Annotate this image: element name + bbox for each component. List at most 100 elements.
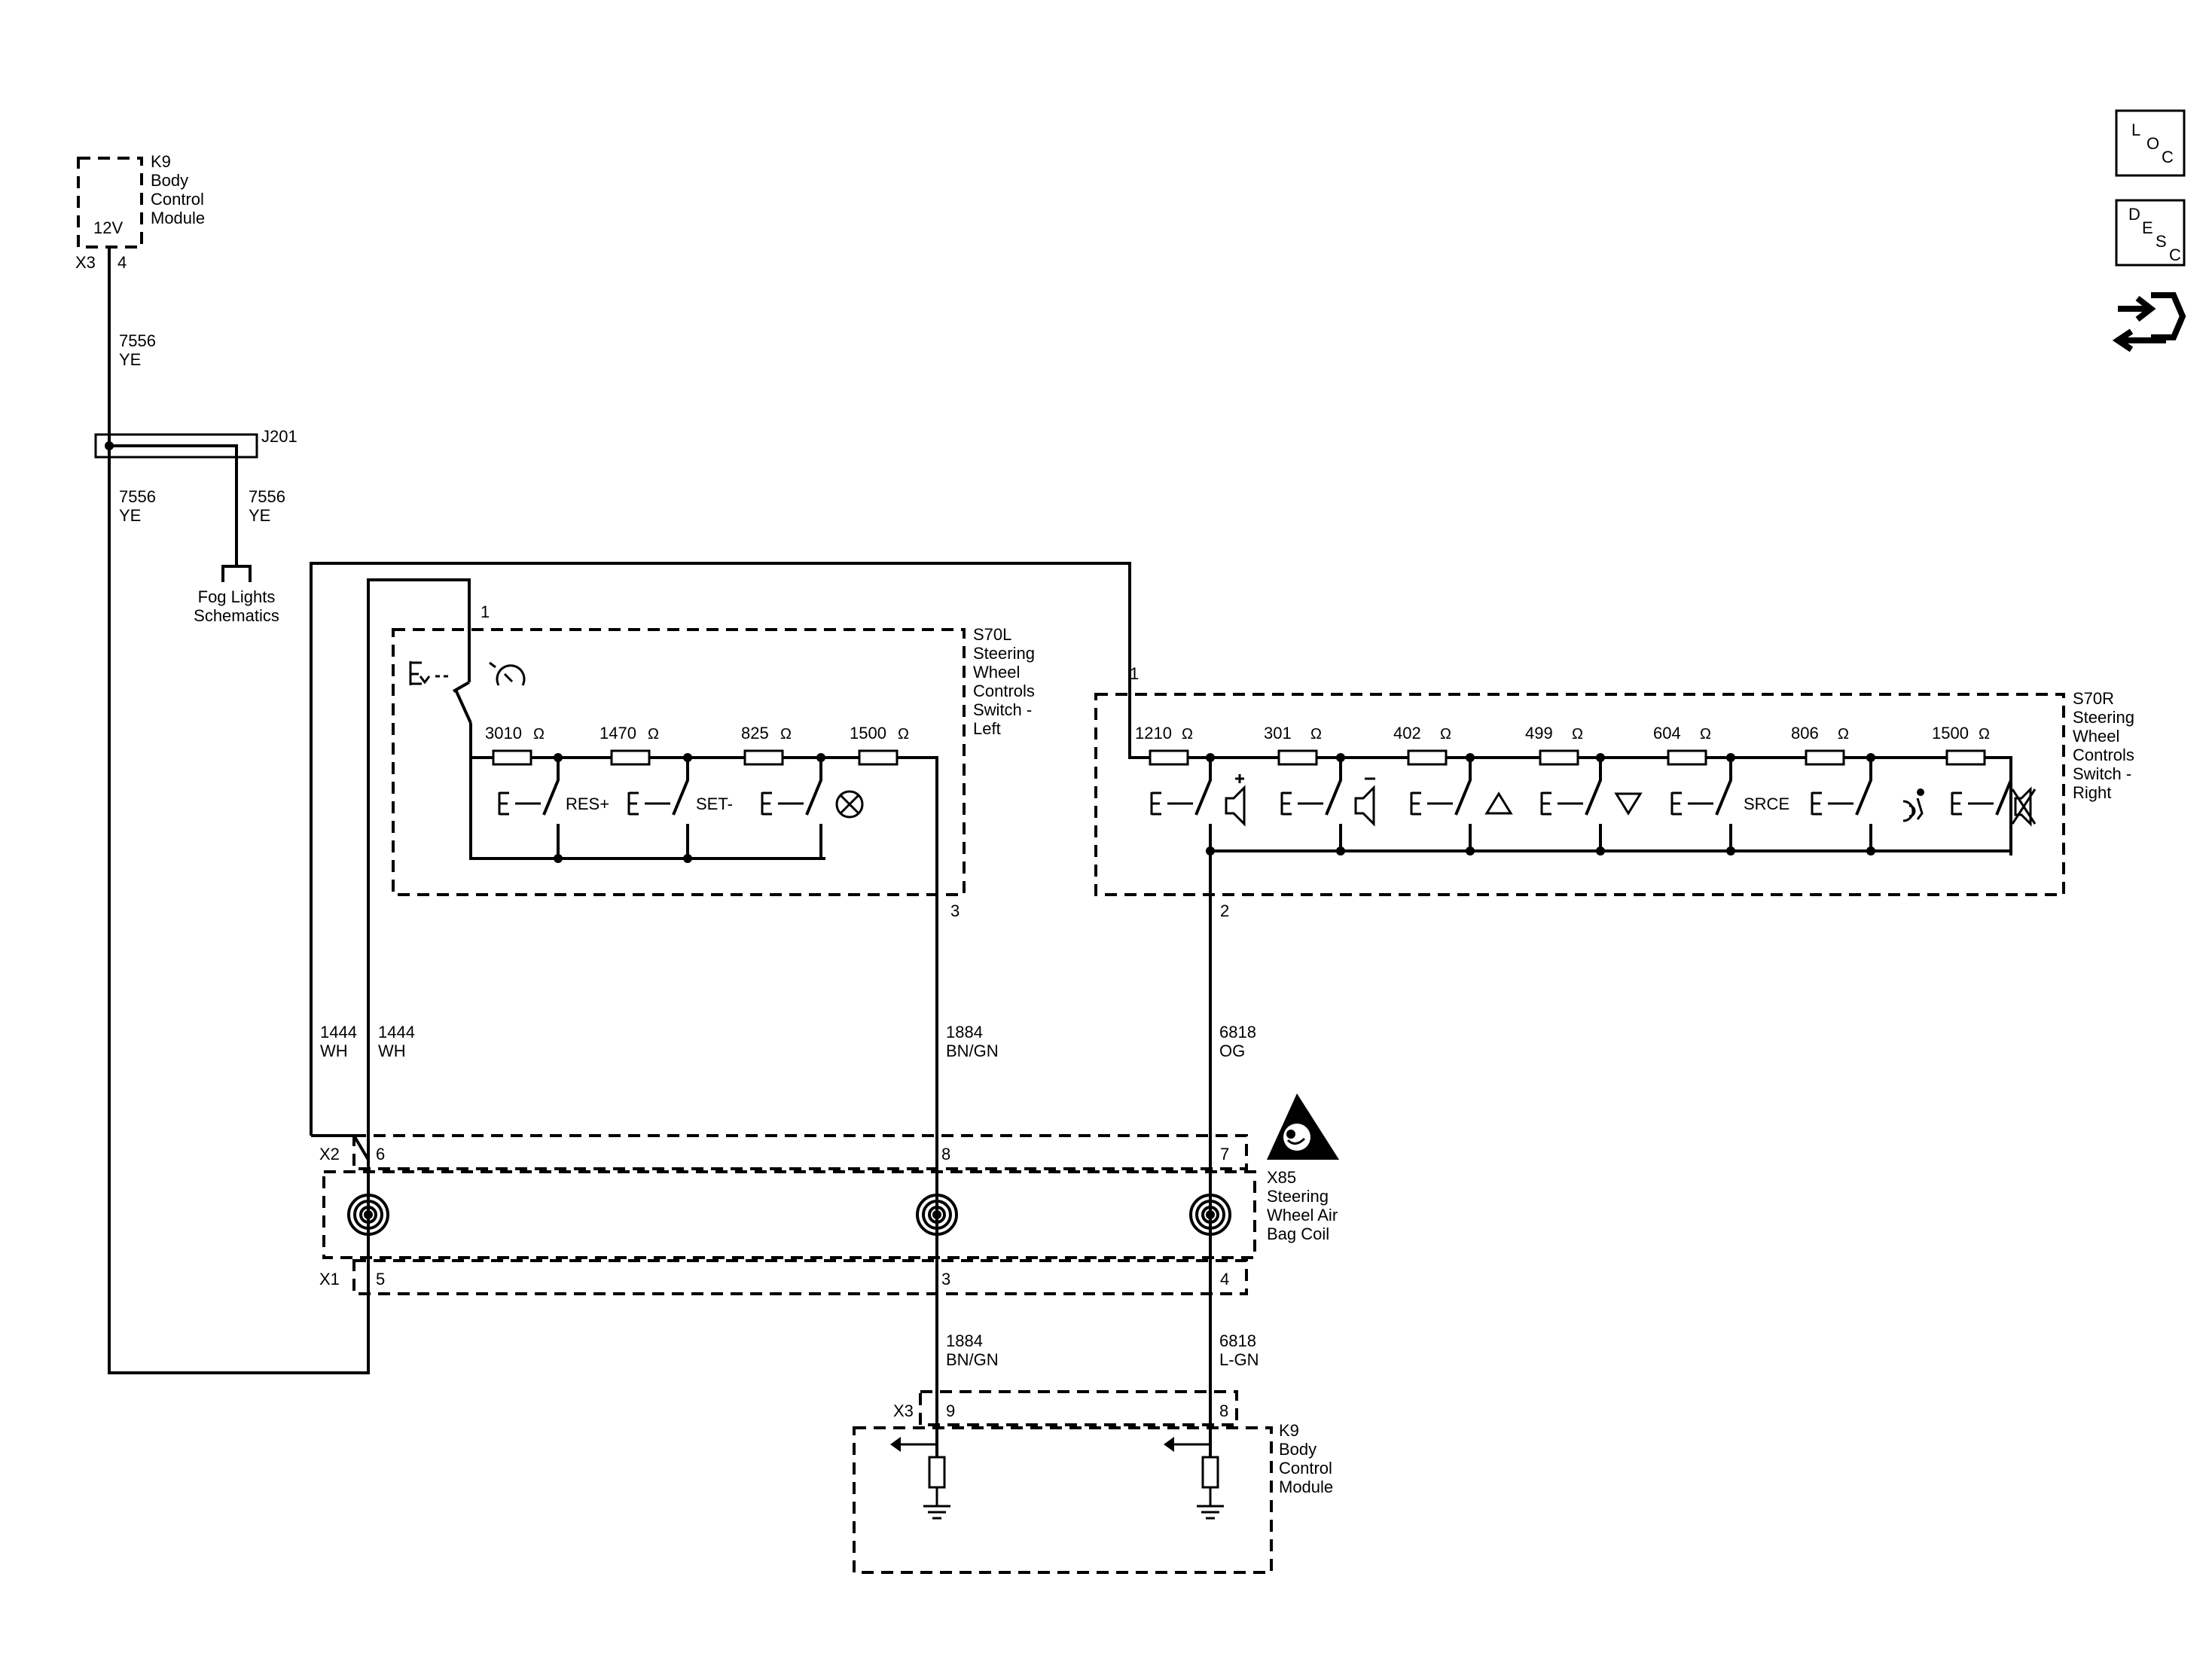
s70r-switch-4-contact: [1585, 758, 1602, 851]
s70r-resistor-7-unit: Ω: [1979, 726, 1990, 743]
s70r-resistor-6-body: [1805, 749, 1845, 766]
bcm-bottom-desc-3: Module: [1279, 1478, 1333, 1496]
bcm-bottom-name: K9: [1279, 1421, 1299, 1440]
s70l-resistor-4-unit: Ω: [898, 726, 909, 743]
s70r-pin-in: 1: [1130, 664, 1139, 683]
s70r-desc-4: Switch -: [2073, 764, 2131, 783]
s70l-cruise-actuator-v: [419, 676, 431, 685]
wire-lead-a-color: WH: [320, 1041, 348, 1060]
clockspring-coil-group: [347, 1194, 1231, 1236]
s70l-resistor-4-value: 1500: [850, 724, 886, 743]
x85-airbag-coil: X2 X1 6 8 7 5 3 4 X85 Steering Wheel Air…: [319, 1093, 1339, 1295]
s70r-switch-2-contact: [1325, 758, 1342, 851]
s70r-resistor-5-body: [1667, 749, 1707, 766]
fog-lights-label-1: Fog Lights: [198, 587, 276, 606]
s70l-pin-out: 3: [950, 901, 960, 920]
airbag-warning-icon: [1267, 1093, 1339, 1160]
wire-splice-left-color: YE: [119, 506, 141, 525]
loc-letter-2: O: [2146, 134, 2159, 153]
desc-letter-3: S: [2156, 232, 2167, 251]
s70r-node-top-6: [1866, 753, 1875, 762]
s70r-switch-7: [1951, 758, 2012, 851]
s70r-desc-3: Controls: [2073, 746, 2134, 764]
s70r-switch-7-contact: [1995, 758, 2012, 851]
s70r-switch-6-contact: [1855, 758, 1872, 851]
bcm-bottom-desc-2: Control: [1279, 1459, 1332, 1478]
desc-letter-1: D: [2128, 205, 2140, 224]
bcm-bottom-desc-1: Body: [1279, 1440, 1317, 1459]
wire-right-signal-upper-color: OG: [1219, 1041, 1245, 1060]
s70l-cruise-switch-blade: [454, 689, 472, 724]
x85-x2-pin-c: 7: [1220, 1145, 1229, 1163]
s70r-node-bottom-6: [1866, 846, 1875, 855]
s70r-box: [1094, 693, 2065, 896]
s70r-switch-1-actuator: [1150, 791, 1193, 816]
s70r-resistor-7: 1500 Ω: [1932, 724, 1990, 766]
fog-lights-label-2: Schematics: [194, 606, 279, 625]
loc-button-frame: [2115, 109, 2186, 177]
x85-x2-connector-box: [352, 1134, 1248, 1170]
s70l-switch-2: SET-: [627, 758, 733, 858]
wire-outer-loop-to-s70r: [310, 562, 1131, 1136]
splice-j201-name: J201: [261, 427, 297, 446]
s70r-node-top-1: [1206, 753, 1215, 762]
s70r-resistor-6-unit: Ω: [1838, 726, 1849, 743]
s70l-resistor-1-value: 3010: [485, 724, 522, 743]
bcm-bottom-pin-a: 9: [946, 1401, 955, 1420]
seek-down-icon: [1614, 792, 1643, 816]
wire-right-signal-lower-color: L-GN: [1219, 1350, 1259, 1369]
s70l-desc-1: Steering: [973, 644, 1035, 663]
s70r-desc-5: Right: [2073, 783, 2111, 802]
s70r-resistor-7-value: 1500: [1932, 724, 1969, 743]
s70l-resistor-1-unit: Ω: [533, 726, 545, 743]
s70r-resistor-3-body: [1407, 749, 1448, 766]
fog-lights-reference-symbol: [221, 565, 252, 582]
s70r-switch-3: [1410, 753, 1475, 855]
wire-splice-right-color: YE: [249, 506, 270, 525]
s70l-resistor-2-unit: Ω: [648, 726, 659, 743]
wire-lead-b-circuit: 1444: [378, 1023, 415, 1041]
s70r-switch-3-actuator: [1410, 791, 1453, 816]
s70r-switch-1-contact: [1194, 758, 1212, 851]
s70r-node-top-3: [1466, 753, 1475, 762]
desc-button-frame: [2115, 199, 2186, 267]
desc-letter-2: E: [2142, 218, 2153, 237]
seek-up-icon: [1484, 791, 1513, 815]
s70r-switch-4-actuator: [1540, 791, 1583, 816]
cancel-icon: [835, 790, 864, 819]
s70l-pin-in: 1: [481, 602, 490, 621]
desc-button[interactable]: D E S C: [2115, 199, 2186, 267]
bcm-input-left: [890, 1437, 950, 1520]
s70l-resistor-rail: [471, 756, 938, 916]
bcm-top-desc-3: Module: [151, 209, 205, 227]
s70l-ladder-rails: [469, 723, 825, 860]
s70l-resistor-1: 3010 Ω: [485, 724, 545, 766]
bcm-top-pin: 4: [117, 253, 127, 272]
x85-x1-pin-c: 4: [1220, 1270, 1229, 1289]
s70l-desc-5: Left: [973, 719, 1001, 738]
connector-end-view-icon[interactable]: [2112, 292, 2186, 352]
loc-letter-3: C: [2162, 148, 2174, 166]
s70r-resistor-3-value: 402: [1393, 724, 1421, 743]
s70r-switch-6-actuator: [1811, 791, 1854, 816]
bcm-bottom-connector: X3: [893, 1401, 914, 1420]
wire-right-signal-upper-circuit: 6818: [1219, 1023, 1256, 1041]
s70l-resistor-4: 1500 Ω: [850, 724, 909, 766]
s70r-resistor-4-value: 499: [1525, 724, 1553, 743]
s70r-node-bottom-1: [1206, 846, 1215, 855]
s70r-node-top-2: [1336, 753, 1345, 762]
s70r-desc-1: Steering: [2073, 708, 2134, 727]
s70r-name: S70R: [2073, 689, 2114, 708]
bcm-top-desc-2: Control: [151, 190, 204, 209]
wire-bcm-to-splice-circuit: 7556: [119, 331, 156, 350]
desc-letter-4: C: [2169, 246, 2181, 264]
mute-icon: [2011, 786, 2037, 827]
loc-button[interactable]: L O C: [2115, 109, 2186, 177]
s70r-source-label: SRCE: [1744, 794, 1789, 813]
s70l-box: [392, 628, 966, 896]
s70l-resistor-3-unit: Ω: [780, 726, 792, 743]
s70r-resistor-4-unit: Ω: [1572, 726, 1583, 743]
